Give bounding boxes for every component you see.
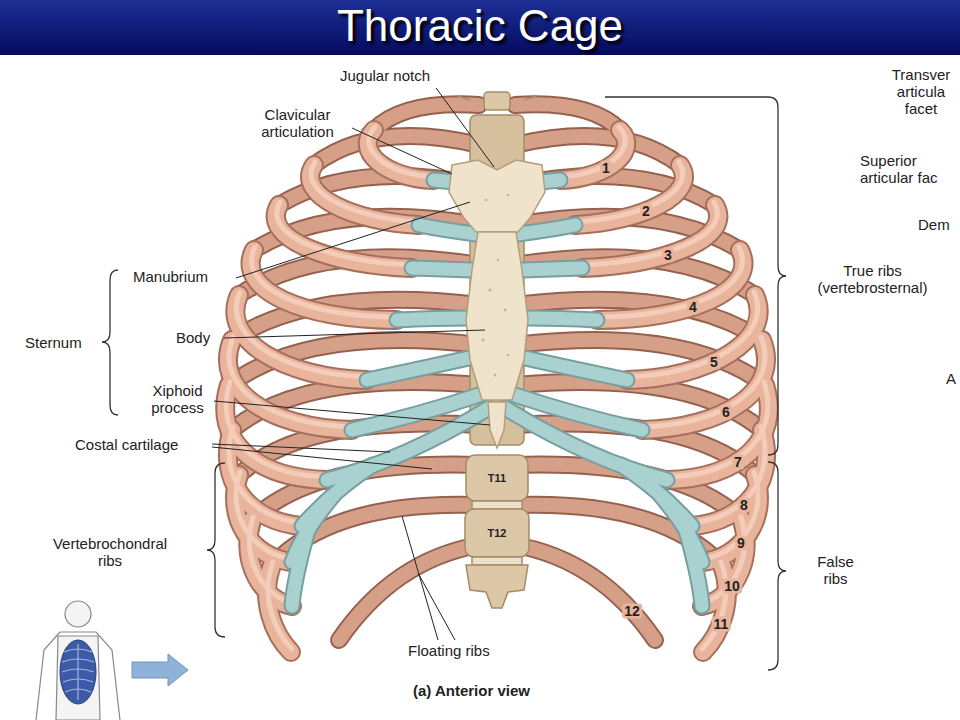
sternum-body (466, 232, 528, 400)
leader-line (214, 401, 490, 425)
cut-label: A (946, 370, 956, 387)
leader-line (236, 202, 470, 278)
arm-icon (36, 632, 120, 720)
leader-line (436, 88, 494, 167)
callout-number: 7 (732, 455, 744, 470)
sternum (449, 160, 545, 448)
callout-number: 5 (708, 355, 720, 370)
brackets (102, 97, 786, 670)
leader-lines (212, 88, 494, 640)
title-bar: Thoracic Cage (0, 0, 960, 55)
callout-number: 6 (720, 405, 732, 420)
group-label: Vertebrochondral ribs (45, 535, 175, 569)
callout-number: 11 (712, 617, 731, 632)
callout-number: 2 (640, 204, 652, 219)
group-label: True ribs (vertebrosternal) (800, 262, 945, 296)
disc (472, 557, 522, 565)
vertebra (466, 455, 528, 501)
part-label: Manubrium (133, 268, 208, 285)
anterior-ribs-left (225, 127, 435, 652)
part-label: Floating ribs (408, 642, 490, 659)
part-label: Clavicular articulation (245, 106, 350, 140)
part-label: Jugular notch (340, 67, 430, 84)
callout-number: 10 (722, 579, 742, 594)
callout-number: 4 (687, 300, 699, 315)
vertebra (484, 92, 510, 110)
callout-number: 9 (735, 536, 747, 551)
callout-number: 1 (600, 161, 612, 176)
leader-line (418, 573, 455, 640)
cut-label: Superior articular fac (860, 152, 957, 186)
orientation-figure (36, 601, 188, 720)
view-caption: (a) Anterior view (413, 682, 530, 699)
slide-title: Thoracic Cage (0, 0, 960, 52)
costal-cartilage-right (505, 180, 702, 606)
part-label: Costal cartilage (75, 436, 178, 453)
leader-line (402, 516, 438, 640)
leader-line (212, 447, 432, 469)
callout-number: 12 (622, 604, 642, 619)
anterior-ribs-right (559, 127, 769, 652)
leader-line (212, 444, 390, 452)
vertebra-label: T11 (486, 472, 508, 484)
vertebra-label: T12 (486, 527, 509, 539)
xiphoid (488, 402, 506, 448)
skull-icon (65, 601, 91, 627)
disc (472, 501, 522, 509)
vertebra (466, 565, 528, 608)
torso-icon (56, 636, 100, 720)
cut-label: Dem (918, 216, 950, 233)
part-label: Xiphoid process (140, 382, 215, 416)
cut-label: Transver articula facet (885, 66, 957, 117)
group-label: Sternum (25, 334, 82, 351)
manubrium (449, 160, 545, 232)
vertebra-process (458, 96, 536, 100)
callout-number: 3 (662, 248, 674, 263)
group-label: False ribs (808, 553, 863, 587)
leader-line (224, 330, 485, 338)
bracket (102, 270, 118, 415)
ribcage-icon (60, 640, 96, 704)
bracket (207, 463, 225, 637)
costal-cartilages (292, 180, 702, 606)
anterior-ribs (225, 127, 769, 652)
vertebra (465, 509, 529, 557)
bone-texture (482, 194, 510, 377)
callout-number: 8 (738, 498, 750, 513)
costal-cartilage-left (292, 180, 489, 606)
part-label: Body (176, 329, 210, 346)
arrow-icon (132, 654, 188, 686)
bracket (768, 462, 786, 670)
leader-line (352, 128, 452, 174)
bracket (605, 97, 786, 455)
